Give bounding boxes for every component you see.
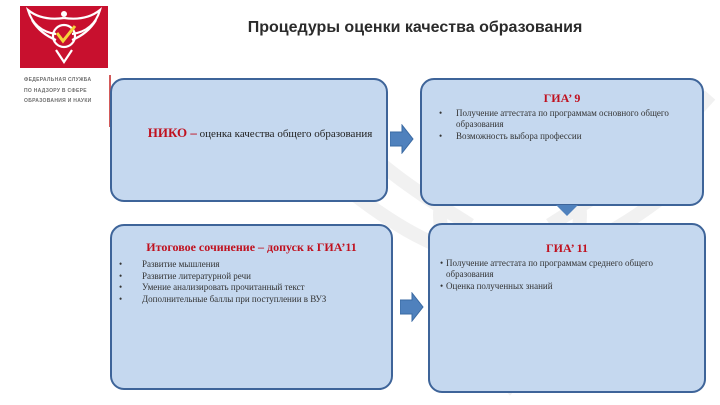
- list-item: Дополнительные баллы при поступлении в В…: [112, 294, 385, 305]
- list-item: Получение аттестата по программам основн…: [432, 108, 692, 129]
- agency-line: образования и науки: [24, 98, 92, 104]
- arrow-right-icon: [400, 292, 424, 322]
- niko-name: НИКО –: [147, 125, 197, 140]
- list-item: Получение аттестата по программам средне…: [440, 258, 692, 279]
- niko-description: оценка качества общего образования: [196, 128, 373, 140]
- gia11-list: Получение аттестата по программам средне…: [440, 258, 692, 292]
- arrow-down-icon: [556, 205, 578, 216]
- emblem-eagle-icon: [20, 6, 108, 68]
- arrow-right-icon: [390, 124, 414, 154]
- agency-name: Федеральная служба по надзору в сфере об…: [24, 75, 110, 107]
- essay-box: Итоговое сочинение – допуск к ГИА’11 Раз…: [110, 224, 393, 390]
- agency-line: Федеральная служба: [24, 77, 92, 83]
- list-item: Развитие мышления: [112, 259, 385, 270]
- list-item: Возможность выбора профессии: [432, 131, 692, 142]
- niko-text: НИКО – оценка качества общего образовани…: [140, 125, 380, 142]
- list-item: Оценка полученных знаний: [440, 281, 692, 292]
- essay-title: Итоговое сочинение – допуск к ГИА’11: [146, 240, 357, 254]
- agency-line: по надзору в сфере: [24, 87, 87, 94]
- essay-list: Развитие мышления Развитие литературной …: [112, 259, 385, 304]
- header-divider: [109, 75, 111, 127]
- niko-box: НИКО – оценка качества общего образовани…: [110, 78, 388, 202]
- page-title: Процедуры оценки качества образования: [247, 19, 583, 36]
- list-item: Умение анализировать прочитанный текст: [112, 282, 385, 293]
- gia9-title: ГИА’ 9: [543, 91, 581, 105]
- gia9-list: Получение аттестата по программам основн…: [432, 108, 692, 142]
- list-item: Развитие литературной речи: [112, 271, 385, 282]
- gia11-title: ГИА’ 11: [545, 241, 589, 255]
- gia11-box: ГИА’ 11 Получение аттестата по программа…: [428, 223, 706, 393]
- gia9-box: ГИА’ 9 Получение аттестата по программам…: [420, 78, 704, 206]
